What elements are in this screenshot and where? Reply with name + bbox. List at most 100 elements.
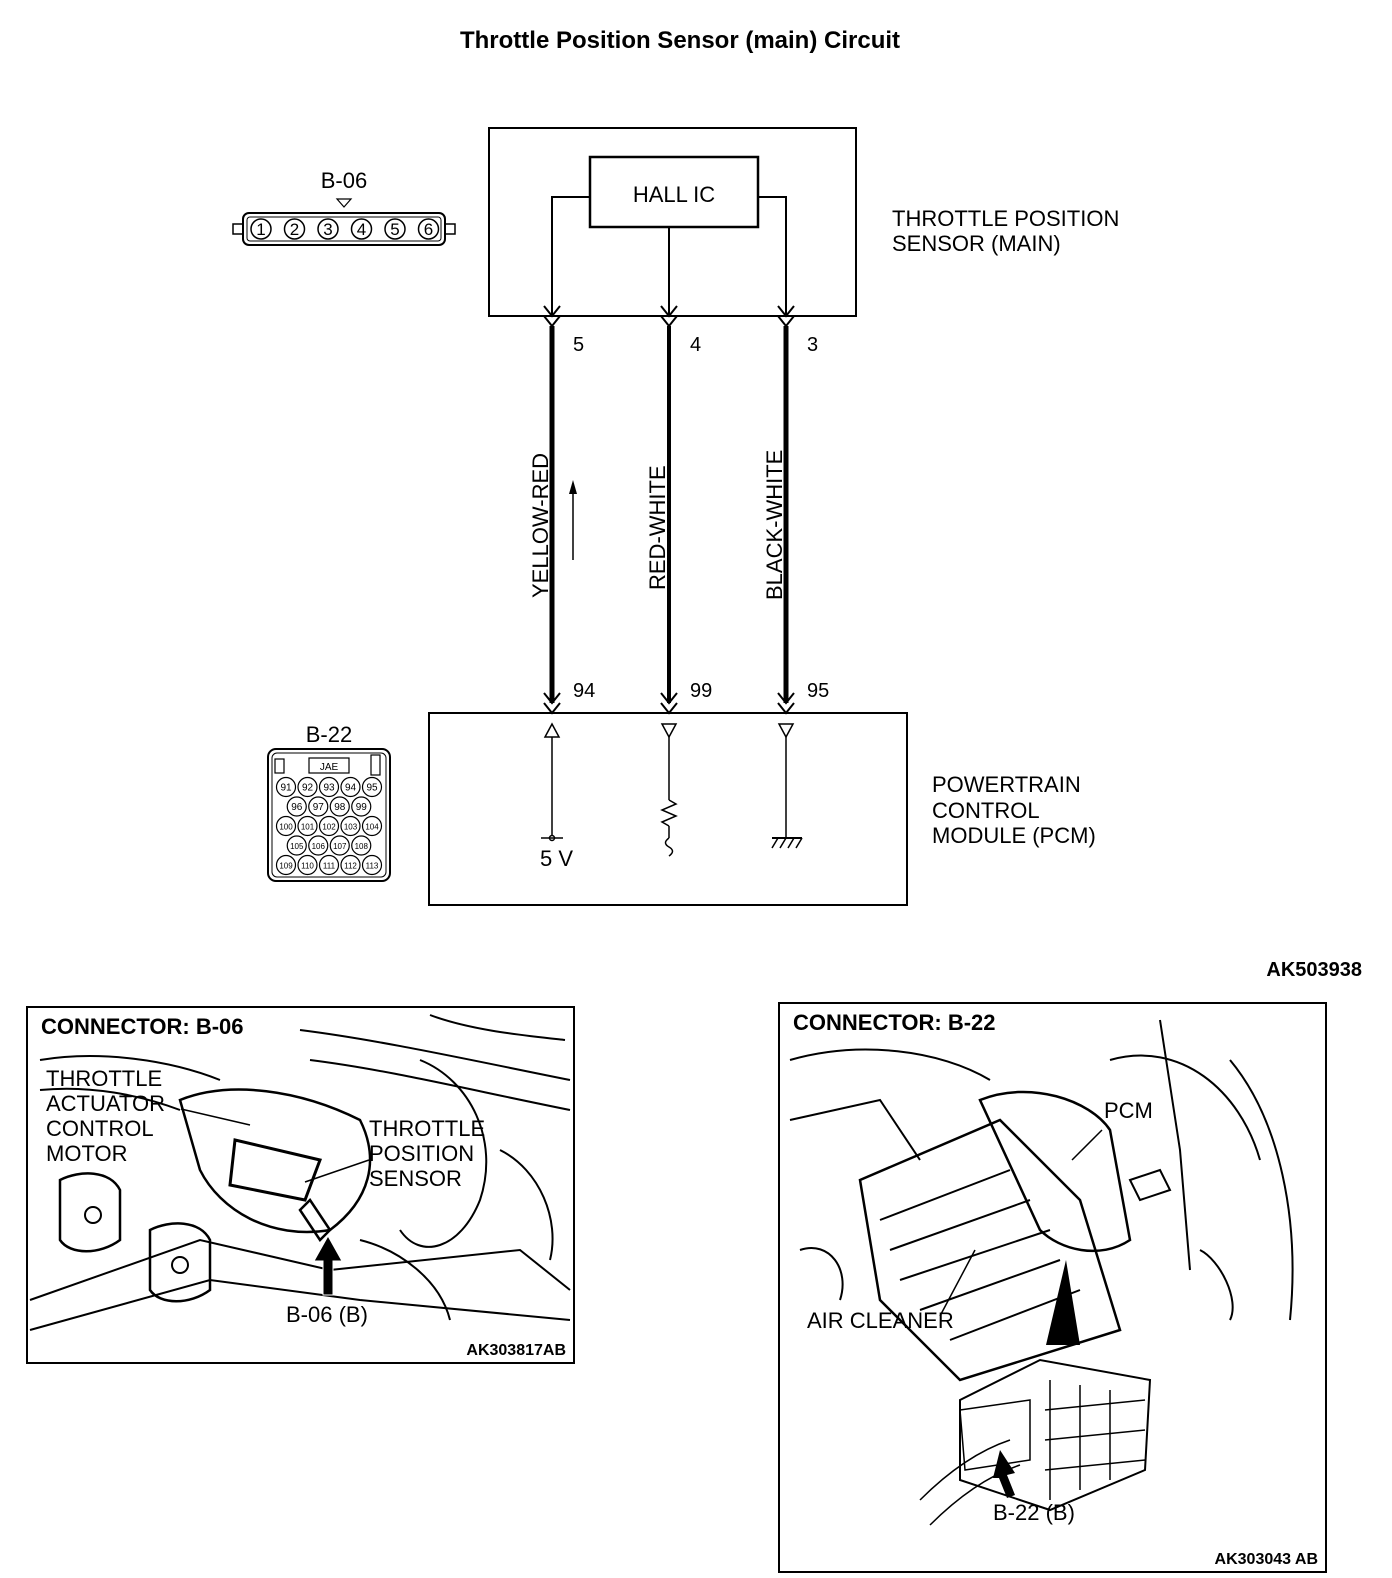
- b22-pin-107: [329, 835, 350, 856]
- label-throttle-position-sensor: THROTTLE POSITION SENSOR: [369, 1116, 485, 1191]
- label-air-cleaner: AIR CLEANER: [807, 1308, 954, 1333]
- b22-pin-113: [361, 854, 383, 876]
- photo-b22-heading: CONNECTOR: B-22: [793, 1010, 996, 1035]
- sensor-internal-wire-3: [758, 196, 787, 316]
- b22-pin-label: 93: [323, 783, 335, 794]
- b22-pin-label: 107: [333, 842, 347, 851]
- sensor-name-line1: THROTTLE POSITION: [892, 206, 1119, 231]
- motor-label-line1: THROTTLE: [46, 1066, 162, 1091]
- pcm-name-line3: MODULE (PCM): [932, 823, 1096, 848]
- terminal-chevron-5: [543, 305, 561, 318]
- b22-pin-104: [361, 815, 383, 837]
- tps-label-line2: POSITION: [369, 1141, 474, 1166]
- pcm-pin-95: 95: [807, 680, 829, 702]
- motor-label-line2: ACTUATOR: [46, 1091, 165, 1116]
- photo-b06-heading: CONNECTOR: B-06: [41, 1014, 244, 1039]
- b06-pin-6: [417, 218, 440, 240]
- sensor-box: [488, 127, 857, 317]
- label-throttle-actuator-control-motor: THROTTLE ACTUATOR CONTROL MOTOR: [46, 1066, 165, 1166]
- b22-pin-label: 111: [323, 862, 336, 871]
- b22-pin-label: 112: [344, 862, 357, 871]
- b06-callout: B-06 (B): [286, 1302, 368, 1327]
- b22-pin-112: [340, 854, 361, 876]
- b22-pin-label: 92: [302, 783, 314, 794]
- b22-pin-label: 100: [279, 823, 293, 832]
- b22-pin-101: [297, 815, 318, 837]
- b06-pin-label: 6: [424, 220, 433, 239]
- b22-pin-label: 101: [301, 823, 315, 832]
- b22-pin-label: 102: [322, 823, 336, 832]
- b22-pin-label: 113: [366, 862, 379, 871]
- b06-pin-label: 3: [323, 220, 332, 239]
- tps-label-line1: THROTTLE: [369, 1116, 485, 1141]
- b06-pin-label: 4: [357, 220, 366, 239]
- photo-panel-b06: [26, 1006, 575, 1364]
- b22-pin-111: [318, 854, 340, 876]
- b22-pin-97: [308, 796, 329, 817]
- photo-panel-b22: [778, 1002, 1327, 1573]
- b22-pin-106: [308, 835, 329, 856]
- b22-pin-94: [340, 776, 361, 798]
- wire-label-red-white: RED-WHITE: [645, 465, 670, 590]
- sensor-pin-3: 3: [807, 334, 818, 356]
- page-title: Throttle Position Sensor (main) Circuit: [460, 27, 900, 54]
- b22-pin-103: [340, 815, 361, 837]
- b06-pin-3: [317, 218, 339, 240]
- terminal-chevron-3: [777, 305, 795, 318]
- b06-pin-label: 5: [390, 220, 399, 239]
- pcm-input-arrow-95: [777, 723, 795, 739]
- b06-connector-label: B-06: [321, 168, 367, 193]
- motor-label-line3: CONTROL: [46, 1116, 154, 1141]
- b22-pin-label: 97: [313, 802, 325, 813]
- sensor-name-line2: SENSOR (MAIN): [892, 231, 1061, 256]
- b06-pin-label: 2: [290, 220, 299, 239]
- b22-pin-label: 91: [280, 783, 292, 794]
- hall-ic-label: HALL IC: [633, 182, 715, 207]
- b22-pin-91: [275, 776, 297, 798]
- sensor-pin-4: 4: [690, 334, 701, 356]
- pcm-input-arrow-94: [543, 722, 561, 738]
- b22-pin-label: 103: [344, 823, 358, 832]
- b22-pin-label: 104: [365, 823, 379, 832]
- b22-connector-label: B-22: [306, 722, 352, 747]
- b22-pin-110: [297, 854, 318, 876]
- sensor-internal-wire-5: [551, 196, 590, 316]
- pcm-pin-94: 94: [573, 680, 595, 702]
- b22-pin-label: 96: [291, 802, 303, 813]
- b22-pin-105: [286, 835, 307, 856]
- resistor-icon: [660, 799, 678, 827]
- b22-pin-109: [275, 854, 297, 876]
- pcm-input-arrow-99: [660, 723, 678, 739]
- b22-pin-100: [275, 815, 297, 837]
- b22-pin-92: [297, 776, 318, 798]
- b22-pin-99: [351, 796, 372, 817]
- b22-pin-108: [351, 835, 372, 856]
- b06-pin-2: [283, 218, 306, 240]
- hall-ic-box: [588, 155, 760, 229]
- b22-pin-label: 95: [366, 783, 378, 794]
- pcm-box: [428, 712, 908, 906]
- b22-pin-label: 98: [334, 802, 346, 813]
- tps-label-line3: SENSOR: [369, 1166, 462, 1191]
- b22-pin-98: [329, 796, 350, 817]
- b22-pin-label: 108: [355, 842, 369, 851]
- b22-pin-label: 110: [301, 862, 314, 871]
- terminal-chevron-4: [660, 305, 678, 318]
- label-pcm: PCM: [1104, 1098, 1153, 1123]
- photo-b06-figure-id: AK303817AB: [466, 1342, 566, 1359]
- b22-pin-95: [361, 776, 383, 798]
- photo-b22-figure-id: AK303043 AB: [1215, 1551, 1318, 1568]
- b22-pin-label: 106: [312, 842, 326, 851]
- wire-label-black-white: BLACK-WHITE: [762, 450, 787, 600]
- b22-pin-102: [318, 815, 340, 837]
- wire-break-icon: [664, 837, 674, 857]
- b22-pin-label: 105: [290, 842, 304, 851]
- pcm-name-line2: CONTROL: [932, 798, 1040, 823]
- b22-pin-93: [318, 776, 340, 798]
- b22-key-label: JAE: [320, 762, 339, 773]
- b22-pin-label: 109: [279, 862, 293, 871]
- sensor-pin-5: 5: [573, 334, 584, 356]
- b22-pin-label: 99: [356, 802, 368, 813]
